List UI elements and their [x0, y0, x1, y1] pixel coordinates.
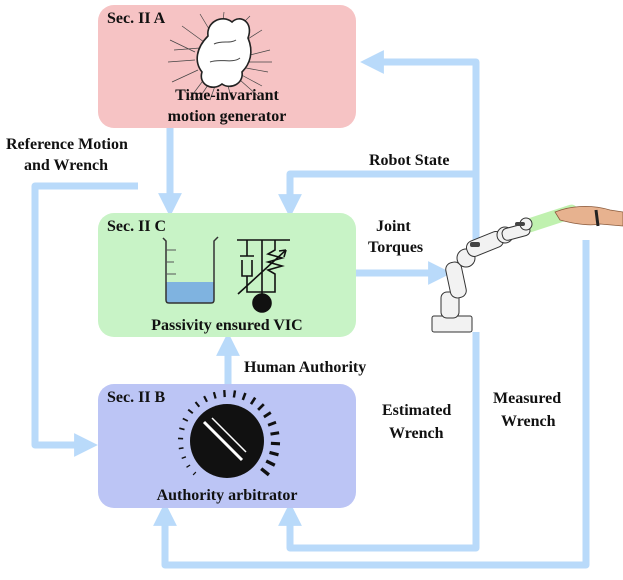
block-a-section-label: Sec. II A	[107, 10, 166, 27]
dial-tick	[232, 390, 237, 398]
block-b-authority-arbitrator: Sec. II B Authority arbitrator	[98, 384, 356, 508]
gripper-shape-sketch-icon	[167, 11, 272, 101]
dial-tick	[181, 456, 187, 460]
measured-wrench-label-line1: Measured	[493, 390, 561, 407]
dial-tick	[186, 464, 191, 468]
block-c-passivity-vic: Sec. II C Passivity ensured VIC	[98, 213, 356, 337]
dial-tick	[263, 411, 272, 419]
dial-tick	[179, 427, 185, 431]
reference-label-line1: Reference Motion	[6, 136, 128, 153]
reference-label-line2: and Wrench	[24, 157, 108, 174]
dial-tick	[270, 441, 281, 446]
block-b-section-label: Sec. II B	[107, 389, 166, 406]
signal-arrows	[31, 50, 590, 569]
block-b-caption: Authority arbitrator	[157, 487, 298, 504]
block-a-title-line1: Time-invariant	[175, 87, 279, 104]
measured-wrench-label-line2: Wrench	[501, 413, 556, 430]
block-a-motion-generator: Sec. II A Time-invariant motion generato…	[98, 5, 356, 128]
dial-tick	[182, 417, 189, 422]
block-a-title-line2: motion generator	[168, 108, 287, 125]
dial-tick	[249, 396, 257, 405]
estimated-wrench-label-line1: Estimated	[382, 402, 451, 419]
dial-tick	[270, 431, 280, 436]
robot-arm-with-human-hand-icon	[431, 204, 623, 333]
variable-spring-damper-icon	[237, 239, 290, 313]
robot-state-label: Robot State	[369, 152, 449, 169]
block-c-caption: Passivity ensured VIC	[151, 317, 302, 334]
arrow-measured-wrench	[153, 240, 590, 569]
dial-tick	[269, 450, 279, 457]
dial-tick	[203, 395, 208, 403]
arrow-robot-state-to-a	[360, 50, 480, 246]
dial-tick	[257, 403, 265, 411]
dial-tick	[241, 392, 247, 401]
arrow-robot-state-to-c	[278, 170, 476, 218]
dial-tick	[260, 467, 270, 477]
arrow-estimated-wrench	[278, 332, 480, 552]
dial-tick	[194, 401, 201, 408]
joint-torques-label-line1: Joint	[376, 218, 411, 235]
dial-tick	[267, 420, 277, 427]
joint-torques-label-line2: Torques	[368, 239, 423, 256]
beaker-icon	[162, 236, 219, 304]
block-c-section-label: Sec. II C	[107, 218, 166, 235]
estimated-wrench-label-line2: Wrench	[389, 425, 444, 442]
dial-tick	[192, 471, 197, 476]
human-authority-label: Human Authority	[244, 359, 366, 376]
arrow-reference-to-b	[31, 182, 138, 457]
dial-tick	[212, 391, 217, 399]
authority-dial-icon	[177, 390, 281, 478]
dial-tick	[178, 447, 184, 450]
dial-tick	[265, 459, 276, 467]
dial-tick	[187, 408, 194, 415]
